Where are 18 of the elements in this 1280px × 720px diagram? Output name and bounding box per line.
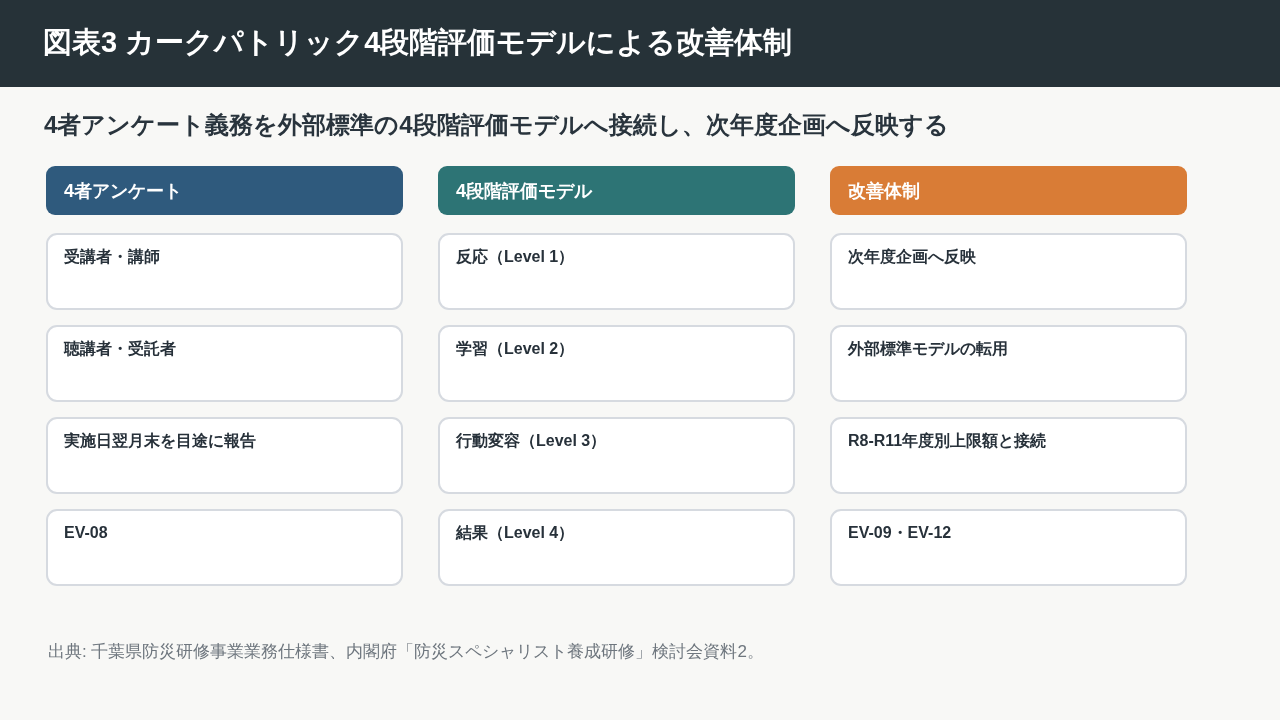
text-card: 結果（Level 4） [438,509,795,586]
text-card: 実施日翌月末を目途に報告 [46,417,403,494]
text-card: EV-08 [46,509,403,586]
text-card: 行動変容（Level 3） [438,417,795,494]
title: 図表3 カークパトリック4段階評価モデルによる改善体制 [43,25,793,60]
source-note: 出典: 千葉県防災研修事業業務仕様書、内閣府「防災スペシャリスト養成研修」検討会資料2。 [48,641,764,663]
text-card: EV-09・EV-12 [830,509,1187,586]
text-card: 反応（Level 1） [438,233,795,310]
text-card: 外部標準モデルの転用 [830,325,1187,402]
text-card: 学習（Level 2） [438,325,795,402]
text-card: 聴講者・受託者 [46,325,403,402]
text-card: R8-R11年度別上限額と接続 [830,417,1187,494]
subtitle: 4者アンケート義務を外部標準の4段階評価モデルへ接続し、次年度企画へ反映する [44,110,949,140]
column-header: 4者アンケート [46,166,403,215]
column-header: 改善体制 [830,166,1187,215]
column-header: 4段階評価モデル [438,166,795,215]
text-card: 受講者・講師 [46,233,403,310]
text-card: 次年度企画へ反映 [830,233,1187,310]
